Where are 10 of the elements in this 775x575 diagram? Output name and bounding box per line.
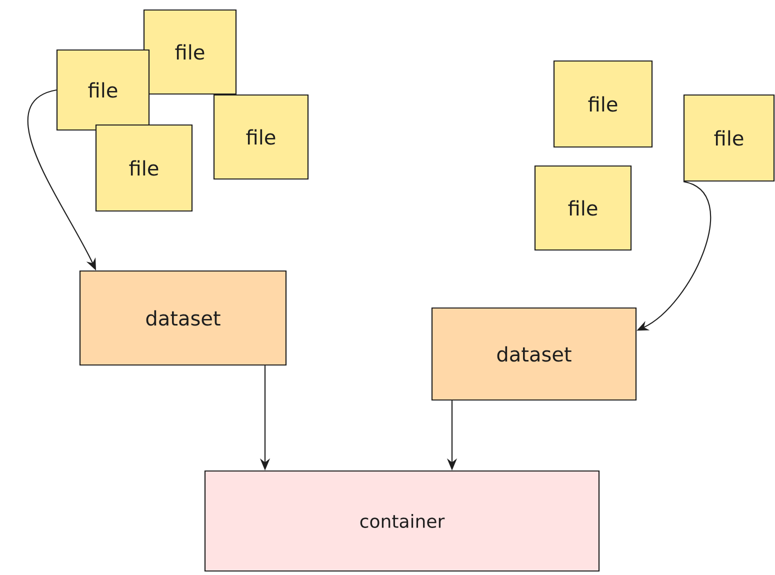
container-box: container xyxy=(204,470,600,572)
file-note: file xyxy=(534,165,632,251)
dataset-box: dataset xyxy=(431,307,637,401)
dataset-box: dataset xyxy=(79,270,287,366)
file-note: file xyxy=(213,94,309,180)
file-note: file xyxy=(553,60,653,148)
file-note: file xyxy=(143,9,237,95)
file-note: file xyxy=(95,124,193,212)
file-note: file xyxy=(56,49,150,131)
file-note: file xyxy=(683,94,775,182)
